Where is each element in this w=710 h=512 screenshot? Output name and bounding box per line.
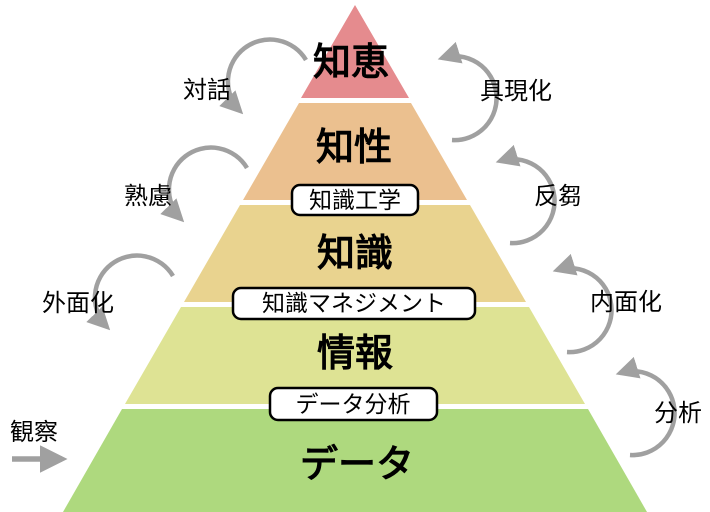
level-label-data: データ (300, 443, 414, 486)
pyramid-level-data (63, 409, 647, 512)
curved-arrow-internalization-icon (552, 253, 614, 355)
level-label-information: 情報 (317, 333, 393, 375)
curved-arrow-dialogue-icon (219, 37, 308, 115)
pyramid-level-knowledge (184, 205, 526, 302)
bridge-label-data-analysis: データ分析 (296, 391, 411, 417)
pyramid-level-wisdom (301, 5, 409, 98)
bridge-box-knowledge-management (231, 286, 477, 321)
process-label-observation: 観察 (10, 419, 58, 446)
pyramid-level-intelligence (243, 103, 467, 200)
curved-arrow-analysis-icon (615, 356, 677, 458)
curved-arrow-rumination-icon (495, 144, 557, 246)
process-label-rumination: 反芻 (534, 183, 582, 210)
level-label-wisdom: 知恵 (313, 42, 389, 84)
curved-arrow-embodiment-icon (437, 41, 499, 143)
process-label-dialogue: 対話 (183, 77, 231, 104)
curved-arrow-externalization-icon (86, 253, 175, 331)
curved-arrow-deliberation-icon (160, 145, 249, 223)
process-label-externalization: 外面化 (42, 290, 114, 317)
bridge-label-knowledge-engineering: 知識工学 (309, 187, 401, 213)
level-label-knowledge: 知識 (317, 233, 393, 275)
process-label-internalization: 内面化 (590, 289, 662, 316)
bridge-label-knowledge-management: 知識マネジメント (262, 290, 446, 316)
bridge-box-data-analysis (268, 386, 439, 422)
process-label-deliberation: 熟慮 (124, 183, 172, 210)
pyramid-level-information (125, 307, 585, 404)
process-label-embodiment: 具現化 (480, 78, 552, 105)
process-label-analysis: 分析 (654, 400, 702, 427)
level-label-intelligence: 知性 (316, 127, 392, 169)
bridge-box-knowledge-engineering (290, 183, 420, 217)
